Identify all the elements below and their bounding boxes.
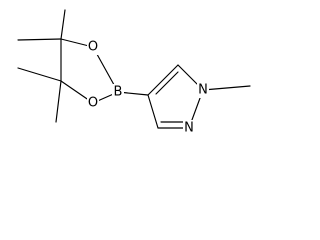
atom-o-bottom: O [87, 95, 99, 111]
bond-c3-c4 [147, 94, 159, 129]
atom-n-methyl: N [197, 82, 209, 98]
bond-methyl-top-up [60, 9, 66, 40]
atom-n-methyl-label: N [198, 83, 208, 98]
bond-c4-c5-inner [155, 71, 179, 95]
molecule-structure: O O B N N [17, 9, 251, 136]
atom-n-ring-label: N [184, 121, 194, 136]
atom-boron-label: B [114, 85, 123, 100]
bond-methyl-bottom-down [55, 80, 62, 123]
bond-n1-methyl [202, 85, 251, 91]
bond-methyl-top-left [17, 38, 62, 41]
atom-boron: B [112, 84, 124, 100]
atom-o-top: O [87, 39, 99, 55]
atom-n-ring: N [183, 120, 195, 136]
bond-c4-c5 [147, 64, 179, 96]
atom-o-bottom-label: O [88, 96, 98, 111]
bond-methyl-bottom-left [17, 67, 62, 82]
atom-o-top-label: O [88, 40, 98, 55]
